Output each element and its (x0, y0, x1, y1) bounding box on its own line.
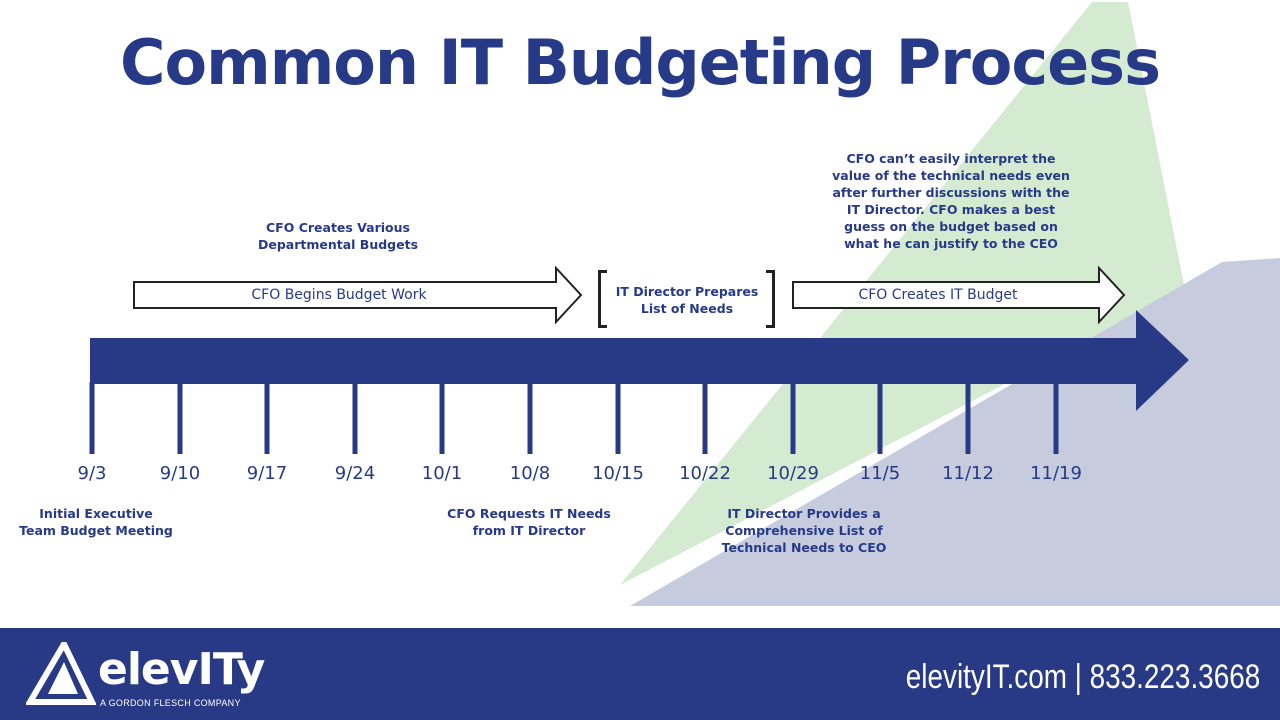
timeline-tick (615, 382, 621, 454)
contact-info: elevityIT.com | 833.223.3668 (905, 658, 1260, 696)
timeline-date-label: 10/29 (767, 463, 819, 484)
bracket-left (598, 270, 607, 328)
phase-label-cfo-creates-it: CFO Creates IT Budget (858, 287, 1018, 303)
timeline-date-label: 11/19 (1030, 463, 1082, 484)
timeline-date-label: 9/3 (77, 463, 107, 484)
phase-arrow-cfo-creates-it (792, 265, 1126, 325)
note-it-director-provides: IT Director Provides a Comprehensive Lis… (721, 506, 887, 555)
timeline-date-label: 11/5 (859, 463, 901, 484)
timeline-tick (439, 382, 445, 454)
timeline-tick (352, 382, 358, 454)
timeline-tick (790, 382, 796, 454)
timeline-date-label: 10/15 (592, 463, 644, 484)
timeline-date-label: 9/17 (246, 463, 288, 484)
logo-tagline: A GORDON FLESCH COMPANY (100, 698, 241, 708)
logo-triangle-icon (26, 642, 96, 705)
bracket-right (766, 270, 775, 328)
phase-arrow-cfo-begins (133, 265, 583, 325)
phase-label-cfo-begins: CFO Begins Budget Work (251, 287, 427, 303)
timeline-date-label: 10/22 (679, 463, 731, 484)
bracket-it-director-prepares: IT Director Prepares List of Needs (615, 284, 759, 316)
note-cfo-creates-budgets: CFO Creates Various Departmental Budgets (257, 220, 419, 252)
timeline-tick (877, 382, 883, 454)
timeline-tick (965, 382, 971, 454)
note-initial-meeting: Initial Executive Team Budget Meeting (19, 506, 173, 538)
timeline-tick (177, 382, 183, 454)
timeline-tick (702, 382, 708, 454)
timeline-tick (527, 382, 533, 454)
timeline-tick (1053, 382, 1059, 454)
timeline-arrow (90, 310, 1189, 411)
timeline-date-label: 10/8 (509, 463, 551, 484)
timeline-tick (264, 382, 270, 454)
footer-bar: elevITy A GORDON FLESCH COMPANY elevityI… (0, 628, 1280, 720)
timeline-date-label: 11/12 (942, 463, 994, 484)
timeline-date-label: 9/24 (334, 463, 376, 484)
timeline-date-label: 10/1 (421, 463, 463, 484)
note-cfo-requests: CFO Requests IT Needs from IT Director (447, 506, 611, 538)
logo-wordmark: elevITy (98, 644, 265, 695)
note-cfo-interpret: CFO can’t easily interpret the value of … (832, 151, 1070, 251)
timeline-tick (89, 382, 95, 454)
elevity-logo: elevITy A GORDON FLESCH COMPANY (26, 642, 265, 712)
timeline-date-label: 9/10 (159, 463, 201, 484)
page-title: Common IT Budgeting Process (120, 26, 1161, 99)
